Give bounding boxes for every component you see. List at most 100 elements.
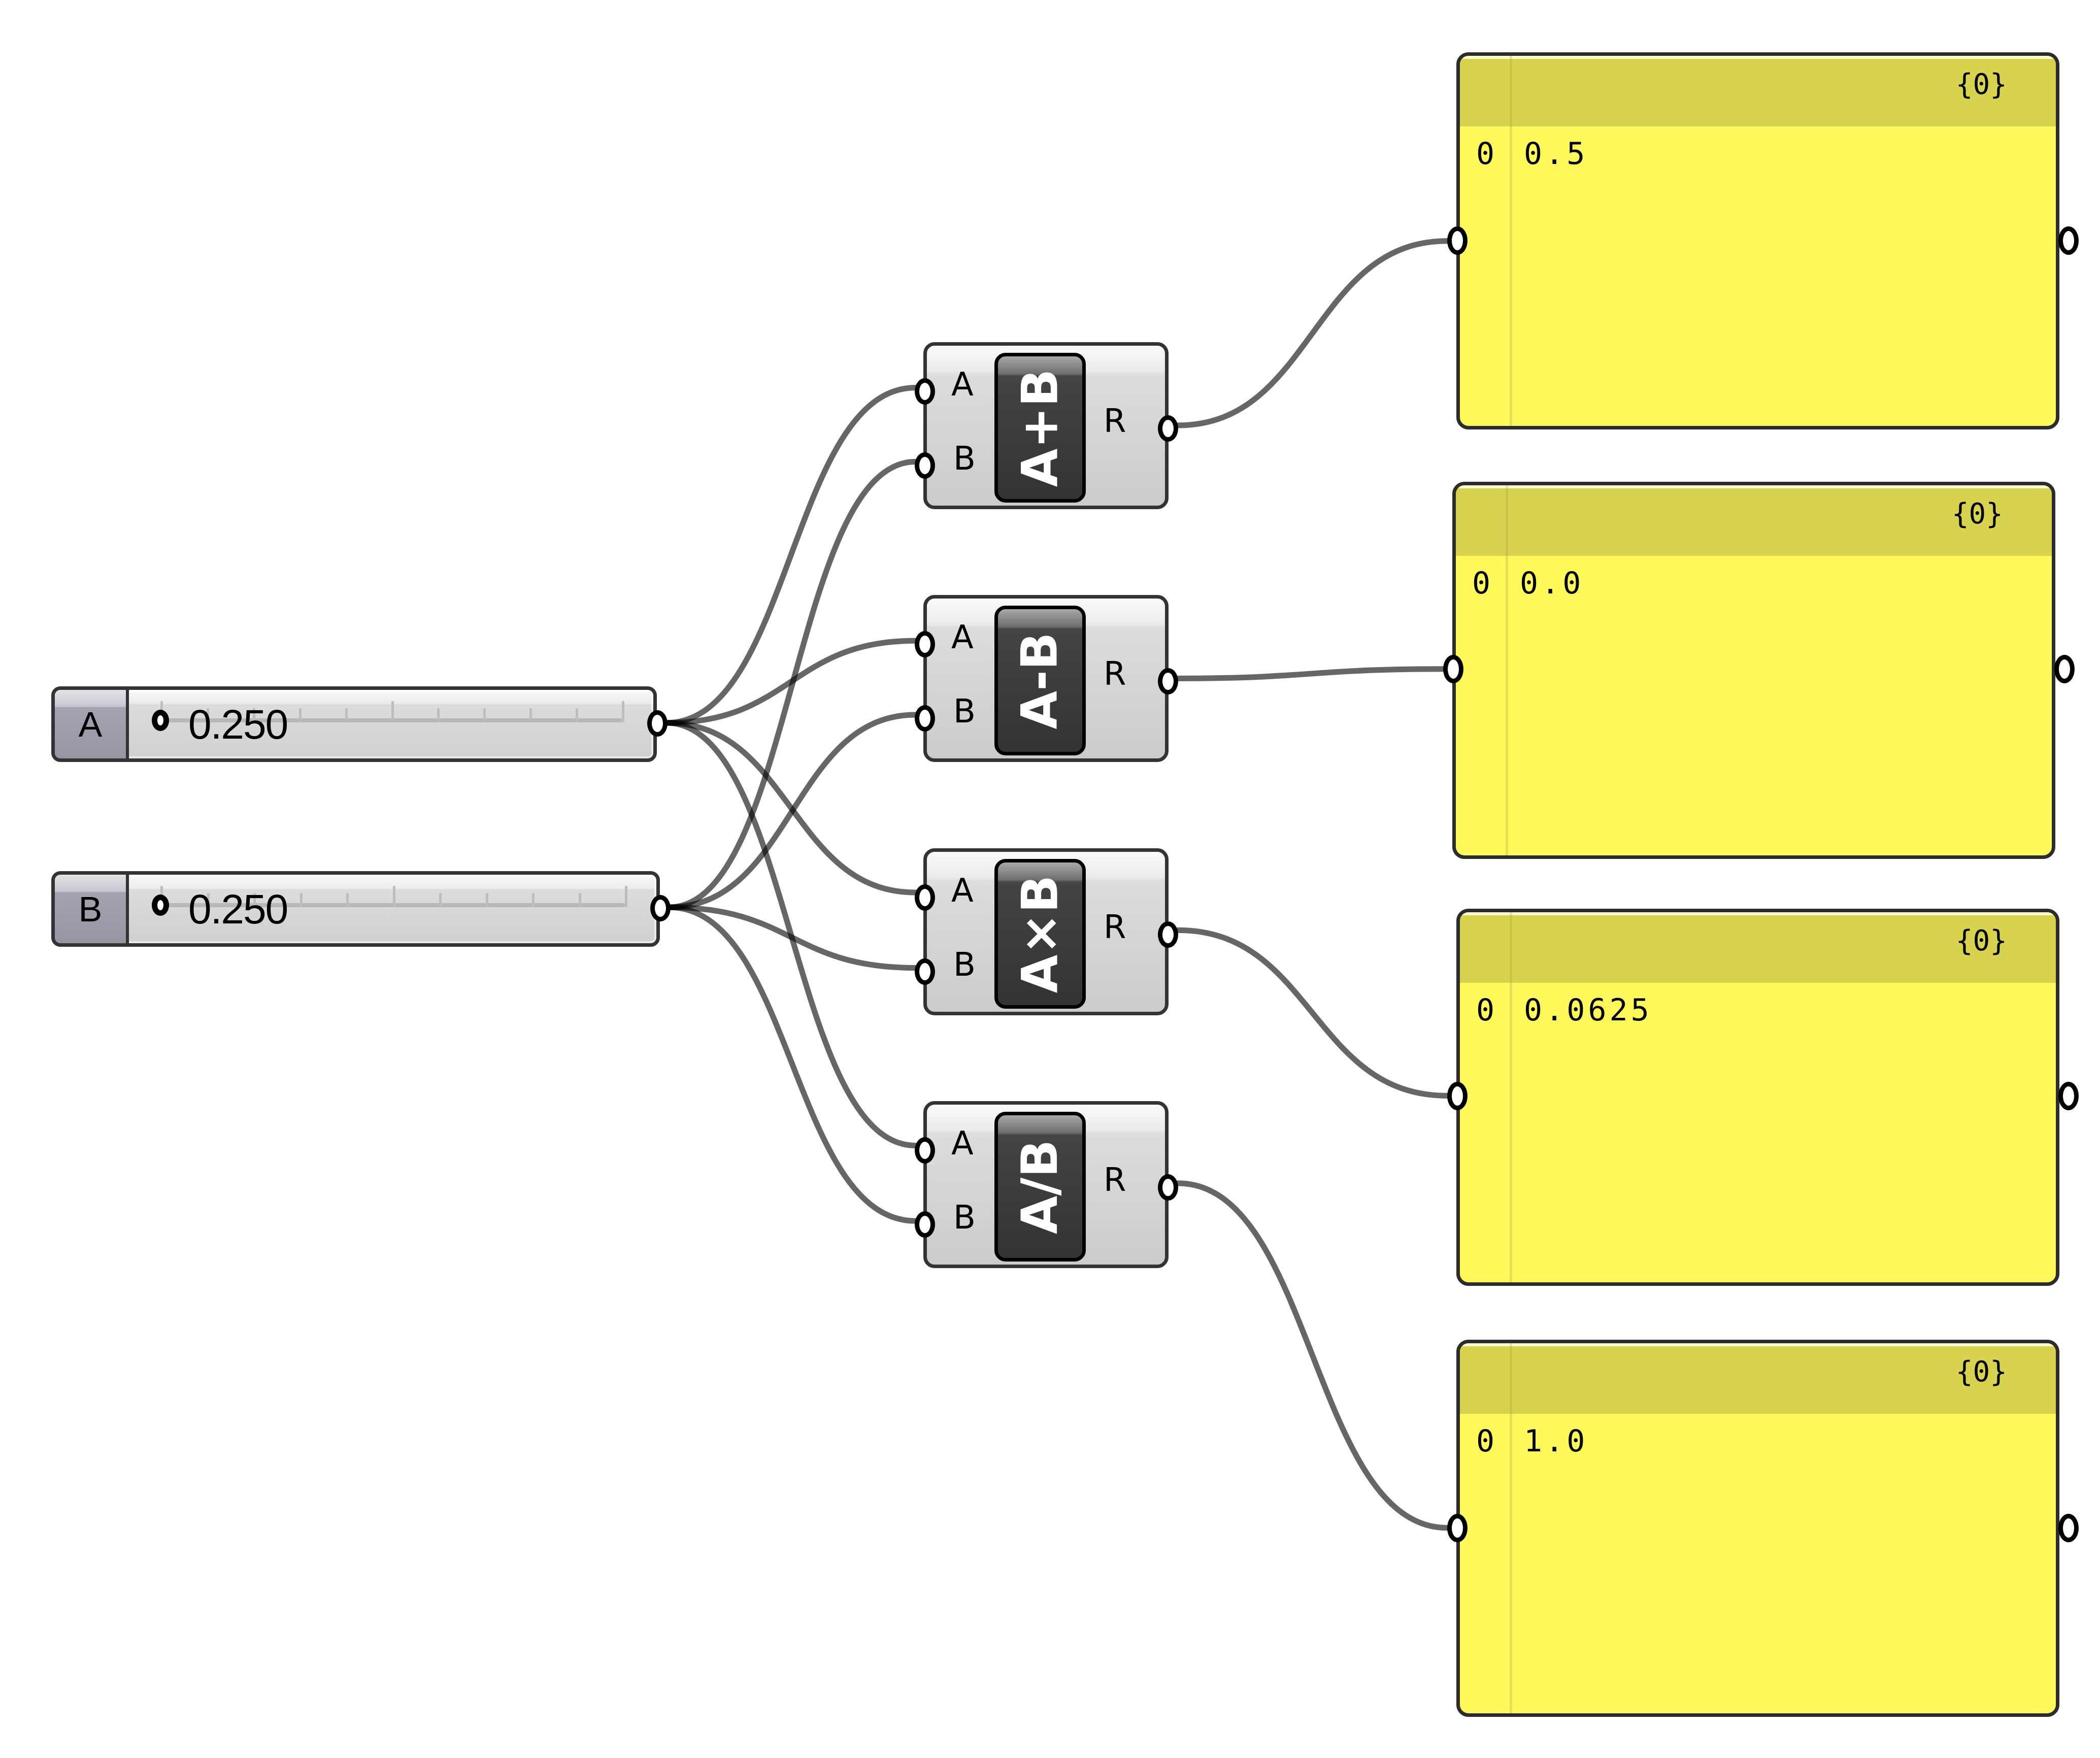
slider-tick xyxy=(206,708,209,722)
slider-tick xyxy=(578,893,581,907)
output-label-r: R xyxy=(1104,909,1126,946)
wire-sliderB-to-subtract-B[interactable] xyxy=(666,712,918,910)
slider-tick xyxy=(529,708,532,722)
row-index: 0 xyxy=(1476,136,1495,172)
component-icon-text: A-B xyxy=(1011,632,1069,729)
panel-index-divider xyxy=(1510,56,1512,426)
component-icon-text: A+B xyxy=(1011,369,1069,487)
input-port-a[interactable] xyxy=(915,631,935,657)
input-label-b: B xyxy=(953,946,976,984)
panel-path-label: {0} xyxy=(1951,497,2003,530)
input-port-b[interactable] xyxy=(915,958,935,985)
wire-sliderA-to-add-A[interactable] xyxy=(663,385,918,726)
slider-value: 0.250 xyxy=(188,886,288,933)
output-port-r[interactable] xyxy=(1158,1174,1178,1201)
input-label-a: A xyxy=(951,619,974,656)
input-port-a[interactable] xyxy=(915,1137,935,1164)
wire-subtract-R-to-panel[interactable] xyxy=(1175,666,1446,681)
wire-sliderB-to-divide-B[interactable] xyxy=(666,904,918,1224)
slider-tick xyxy=(437,708,440,722)
slider-name-label: B xyxy=(55,875,129,943)
slider-tick xyxy=(391,701,394,722)
slider-tick xyxy=(625,886,627,907)
slider-tick xyxy=(252,708,255,722)
component-icon-text: A×B xyxy=(1011,875,1069,993)
panel-index-divider xyxy=(1510,912,1512,1282)
input-port-b[interactable] xyxy=(915,1211,935,1238)
slider-body[interactable]: 0.250 xyxy=(129,875,656,943)
row-value: 0.0 xyxy=(1520,566,1584,601)
addition-component[interactable]: A B A+B R xyxy=(915,342,1178,509)
output-label-r: R xyxy=(1104,1162,1126,1199)
panel-path-label: {0} xyxy=(1955,1355,2007,1388)
panel-add-output-port[interactable] xyxy=(2058,226,2079,255)
slider-tick xyxy=(439,893,442,907)
panel-subtract-output-port[interactable] xyxy=(2054,655,2075,683)
slider-value: 0.250 xyxy=(188,702,288,748)
slider-tick xyxy=(299,893,303,907)
panel-header xyxy=(1460,1343,2056,1414)
slider-body[interactable]: 0.250 xyxy=(129,690,653,758)
slider-tick xyxy=(253,893,256,907)
wire-multiply-R-to-panel[interactable] xyxy=(1175,927,1450,1099)
output-port-r[interactable] xyxy=(1158,668,1178,694)
slider-tick xyxy=(483,708,486,722)
row-index: 0 xyxy=(1476,1423,1495,1459)
panel-index-divider xyxy=(1510,1343,1512,1713)
input-port-b[interactable] xyxy=(915,705,935,732)
slider-tick xyxy=(392,886,395,907)
slider-grip[interactable] xyxy=(152,894,169,916)
panel-divide-result[interactable]: {0} 0 1.0 xyxy=(1456,1340,2059,1717)
slider-tick xyxy=(532,893,535,907)
panel-subtract-result[interactable]: {0} 0 0.0 xyxy=(1452,482,2055,859)
slider-tick xyxy=(576,708,579,722)
row-value: 0.0625 xyxy=(1524,992,1652,1028)
panel-multiply-input-port[interactable] xyxy=(1447,1082,1468,1110)
subtraction-component[interactable]: A B A-B R xyxy=(915,595,1178,762)
wire-divide-R-to-panel[interactable] xyxy=(1175,1180,1450,1531)
panel-add-result[interactable]: {0} 0 0.5 xyxy=(1456,52,2059,429)
input-label-a: A xyxy=(951,872,974,910)
input-label-b: B xyxy=(953,1199,976,1237)
wire-add-R-to-panel[interactable] xyxy=(1175,238,1450,428)
output-port-r[interactable] xyxy=(1158,415,1178,442)
panel-path-label: {0} xyxy=(1955,924,2007,957)
wire-sliderB-to-multiply-B[interactable] xyxy=(666,904,918,971)
row-value: 1.0 xyxy=(1524,1423,1588,1459)
division-component[interactable]: A B A/B R xyxy=(915,1101,1178,1268)
component-icon-text: A/B xyxy=(1011,1139,1069,1234)
slider-tick xyxy=(298,708,302,722)
slider-name-label: A xyxy=(55,690,129,758)
panel-subtract-input-port[interactable] xyxy=(1443,655,1463,683)
number-slider-a[interactable]: A 0.250 xyxy=(51,686,668,762)
panel-add-input-port[interactable] xyxy=(1447,226,1468,255)
row-index: 0 xyxy=(1472,566,1491,601)
panel-header xyxy=(1460,56,2056,126)
input-port-b[interactable] xyxy=(915,452,935,479)
output-label-r: R xyxy=(1104,655,1126,693)
slider-grip[interactable] xyxy=(152,710,169,731)
addition-icon: A+B xyxy=(994,353,1086,503)
panel-multiply-output-port[interactable] xyxy=(2058,1082,2079,1110)
wire-sliderB-to-add-B[interactable] xyxy=(666,458,918,910)
slider-tick xyxy=(346,893,349,907)
slider-output-port[interactable] xyxy=(650,895,671,921)
subtraction-icon: A-B xyxy=(994,606,1086,755)
panel-multiply-result[interactable]: {0} 0 0.0625 xyxy=(1456,909,2059,1286)
slider-tick xyxy=(485,893,488,907)
panel-divide-output-port[interactable] xyxy=(2058,1514,2079,1542)
multiplication-component[interactable]: A B A×B R xyxy=(915,848,1178,1015)
slider-output-port[interactable] xyxy=(647,710,668,737)
panel-divide-input-port[interactable] xyxy=(1447,1514,1468,1542)
input-label-a: A xyxy=(951,1125,974,1163)
number-slider-b[interactable]: B 0.250 xyxy=(51,871,671,947)
output-label-r: R xyxy=(1104,403,1126,440)
panel-index-divider xyxy=(1506,485,1508,855)
input-port-a[interactable] xyxy=(915,378,935,405)
panel-header xyxy=(1456,485,2052,556)
wire-sliderA-to-multiply-A[interactable] xyxy=(663,720,918,895)
input-port-a[interactable] xyxy=(915,884,935,911)
output-port-r[interactable] xyxy=(1158,921,1178,948)
